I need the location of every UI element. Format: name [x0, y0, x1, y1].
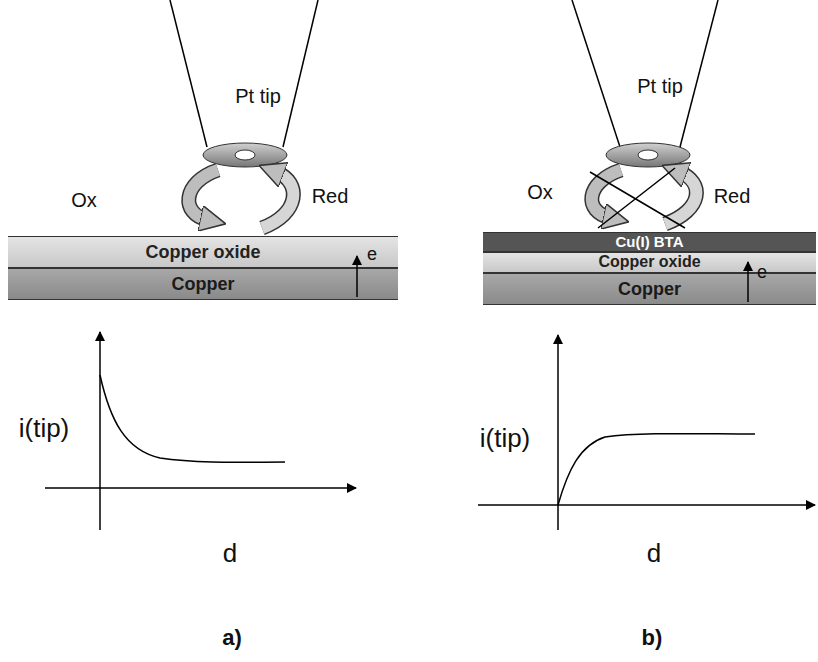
- oxide-layer: Copper oxide: [8, 236, 398, 268]
- layer-name: Cu(I) BTA: [615, 234, 683, 250]
- species-label: Red: [714, 186, 751, 206]
- species-label: Ox: [527, 182, 553, 202]
- electron-label: e: [367, 245, 377, 263]
- blocked-cross: [590, 168, 685, 228]
- panel-label: a): [222, 627, 242, 649]
- species-label: Ox: [71, 190, 97, 210]
- axis-label: d: [223, 540, 237, 566]
- axis-label: i(tip): [480, 425, 531, 451]
- copper-layer: Copper: [8, 268, 398, 300]
- axis-label: d: [647, 540, 661, 566]
- redox-cycle-arrows: [592, 170, 697, 224]
- panel-label: b): [642, 627, 663, 649]
- species-label: Red: [312, 186, 349, 206]
- tip-label: Pt tip: [637, 76, 683, 96]
- axis-label: i(tip): [19, 415, 70, 441]
- pt-tip: [170, 0, 318, 167]
- tip-label: Pt tip: [235, 86, 281, 106]
- electron-label: e: [757, 263, 767, 281]
- layer-name: Copper: [618, 280, 681, 299]
- electron-arrow: [747, 262, 749, 302]
- current-distance-graph: [478, 335, 815, 530]
- layer-name: Copper oxide: [145, 243, 260, 262]
- bta-film-layer: Cu(I) BTA: [483, 232, 816, 252]
- layer-name: Copper oxide: [598, 254, 700, 271]
- pt-tip: [572, 0, 718, 167]
- layer-name: Copper: [172, 275, 235, 294]
- current-distance-graph: [45, 332, 356, 530]
- redox-cycle-arrows: [189, 170, 294, 228]
- electron-arrow: [356, 256, 358, 297]
